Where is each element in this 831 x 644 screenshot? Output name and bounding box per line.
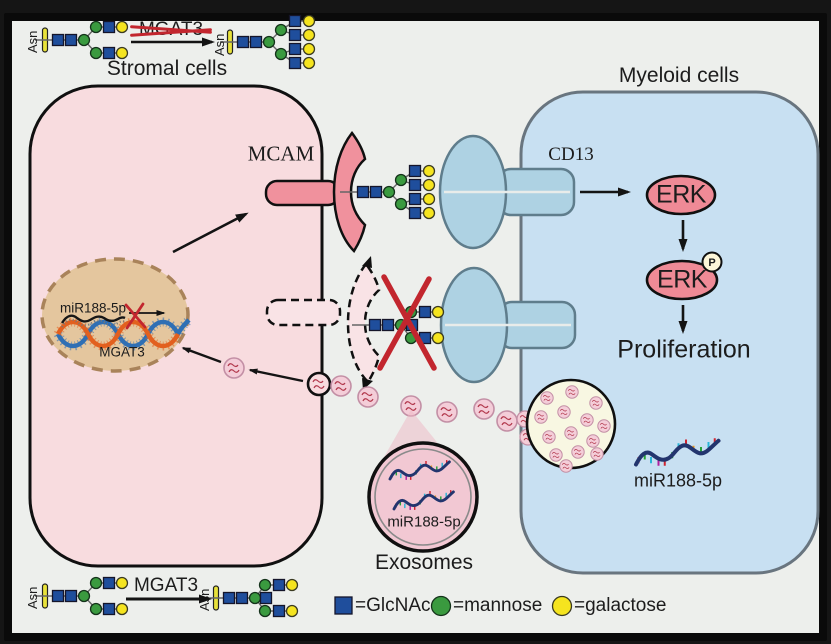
asn-label-topright: Asn [212,34,227,56]
phospho-badge-label: P [708,257,716,269]
legend-glcnac-icon [334,596,353,615]
erk-bubble [645,174,717,216]
exosome-trail-1 [330,375,352,397]
exosomes-caption: Exosomes [374,551,474,574]
erk-label: ERK [656,180,706,209]
legend-mannose-icon [430,595,452,617]
glycan-bisected-bottomright [205,578,299,618]
mcam-label: MCAM [247,141,315,166]
cd13-receptor-top [438,134,576,250]
exosome-trail-5 [473,398,495,420]
asn-label-topleft: Asn [25,31,40,53]
phospho-badge [701,251,723,273]
inset-mirna-label: miR188-5p [387,513,461,531]
nucleus-mirna-label: miR188-5p [59,300,127,316]
nucleus-to-mcam-arrow [172,212,249,254]
mgat3-gene-dna [53,316,193,351]
proliferation-label: Proliferation [617,335,751,364]
stromal-cells-label: Stromal cells [106,57,228,80]
binding-blocked-x [377,274,437,371]
dashed-tip-arrow-top [362,256,372,268]
legend-mannose-label: =mannose [453,595,543,616]
glycan-tetra-topright [219,14,316,70]
exosome-entry-arrow [248,368,304,383]
exosome-in-cell [223,357,245,379]
asn-label-bottomleft: Asn [25,587,40,609]
exosome-inset-circle [367,441,479,553]
nucleus-gene-label: MGAT3 [99,344,145,360]
erk-phos-label: ERK [657,265,707,294]
transcription-block-x [124,302,147,330]
mcam-receptor-dashed [265,256,381,390]
released-mirna-label: miR188-5p [633,470,723,491]
myeloid-cells-label: Myeloid cells [618,64,740,87]
legend-galactose-label: =galactose [574,595,667,616]
mgat3-bottom-label: MGAT3 [133,575,199,596]
exosome-to-nucleus-arrow [181,346,222,364]
exosome-trail-2 [357,386,379,408]
multivesicular-body [525,378,617,473]
legend-glcnac-label: =GlcNAc [355,595,431,616]
cd13-receptor-bottom [439,266,577,384]
glycan-biantennary-bottomleft [34,576,129,616]
glycan-biantennary-topleft [34,20,129,60]
exosome-trail-4 [436,401,458,423]
erk-phos-bubble [645,259,719,301]
cd13-label: CD13 [548,144,594,165]
exosome-trail-6 [496,410,518,432]
legend-galactose-icon [551,595,573,617]
exosome-at-membrane [306,371,332,397]
